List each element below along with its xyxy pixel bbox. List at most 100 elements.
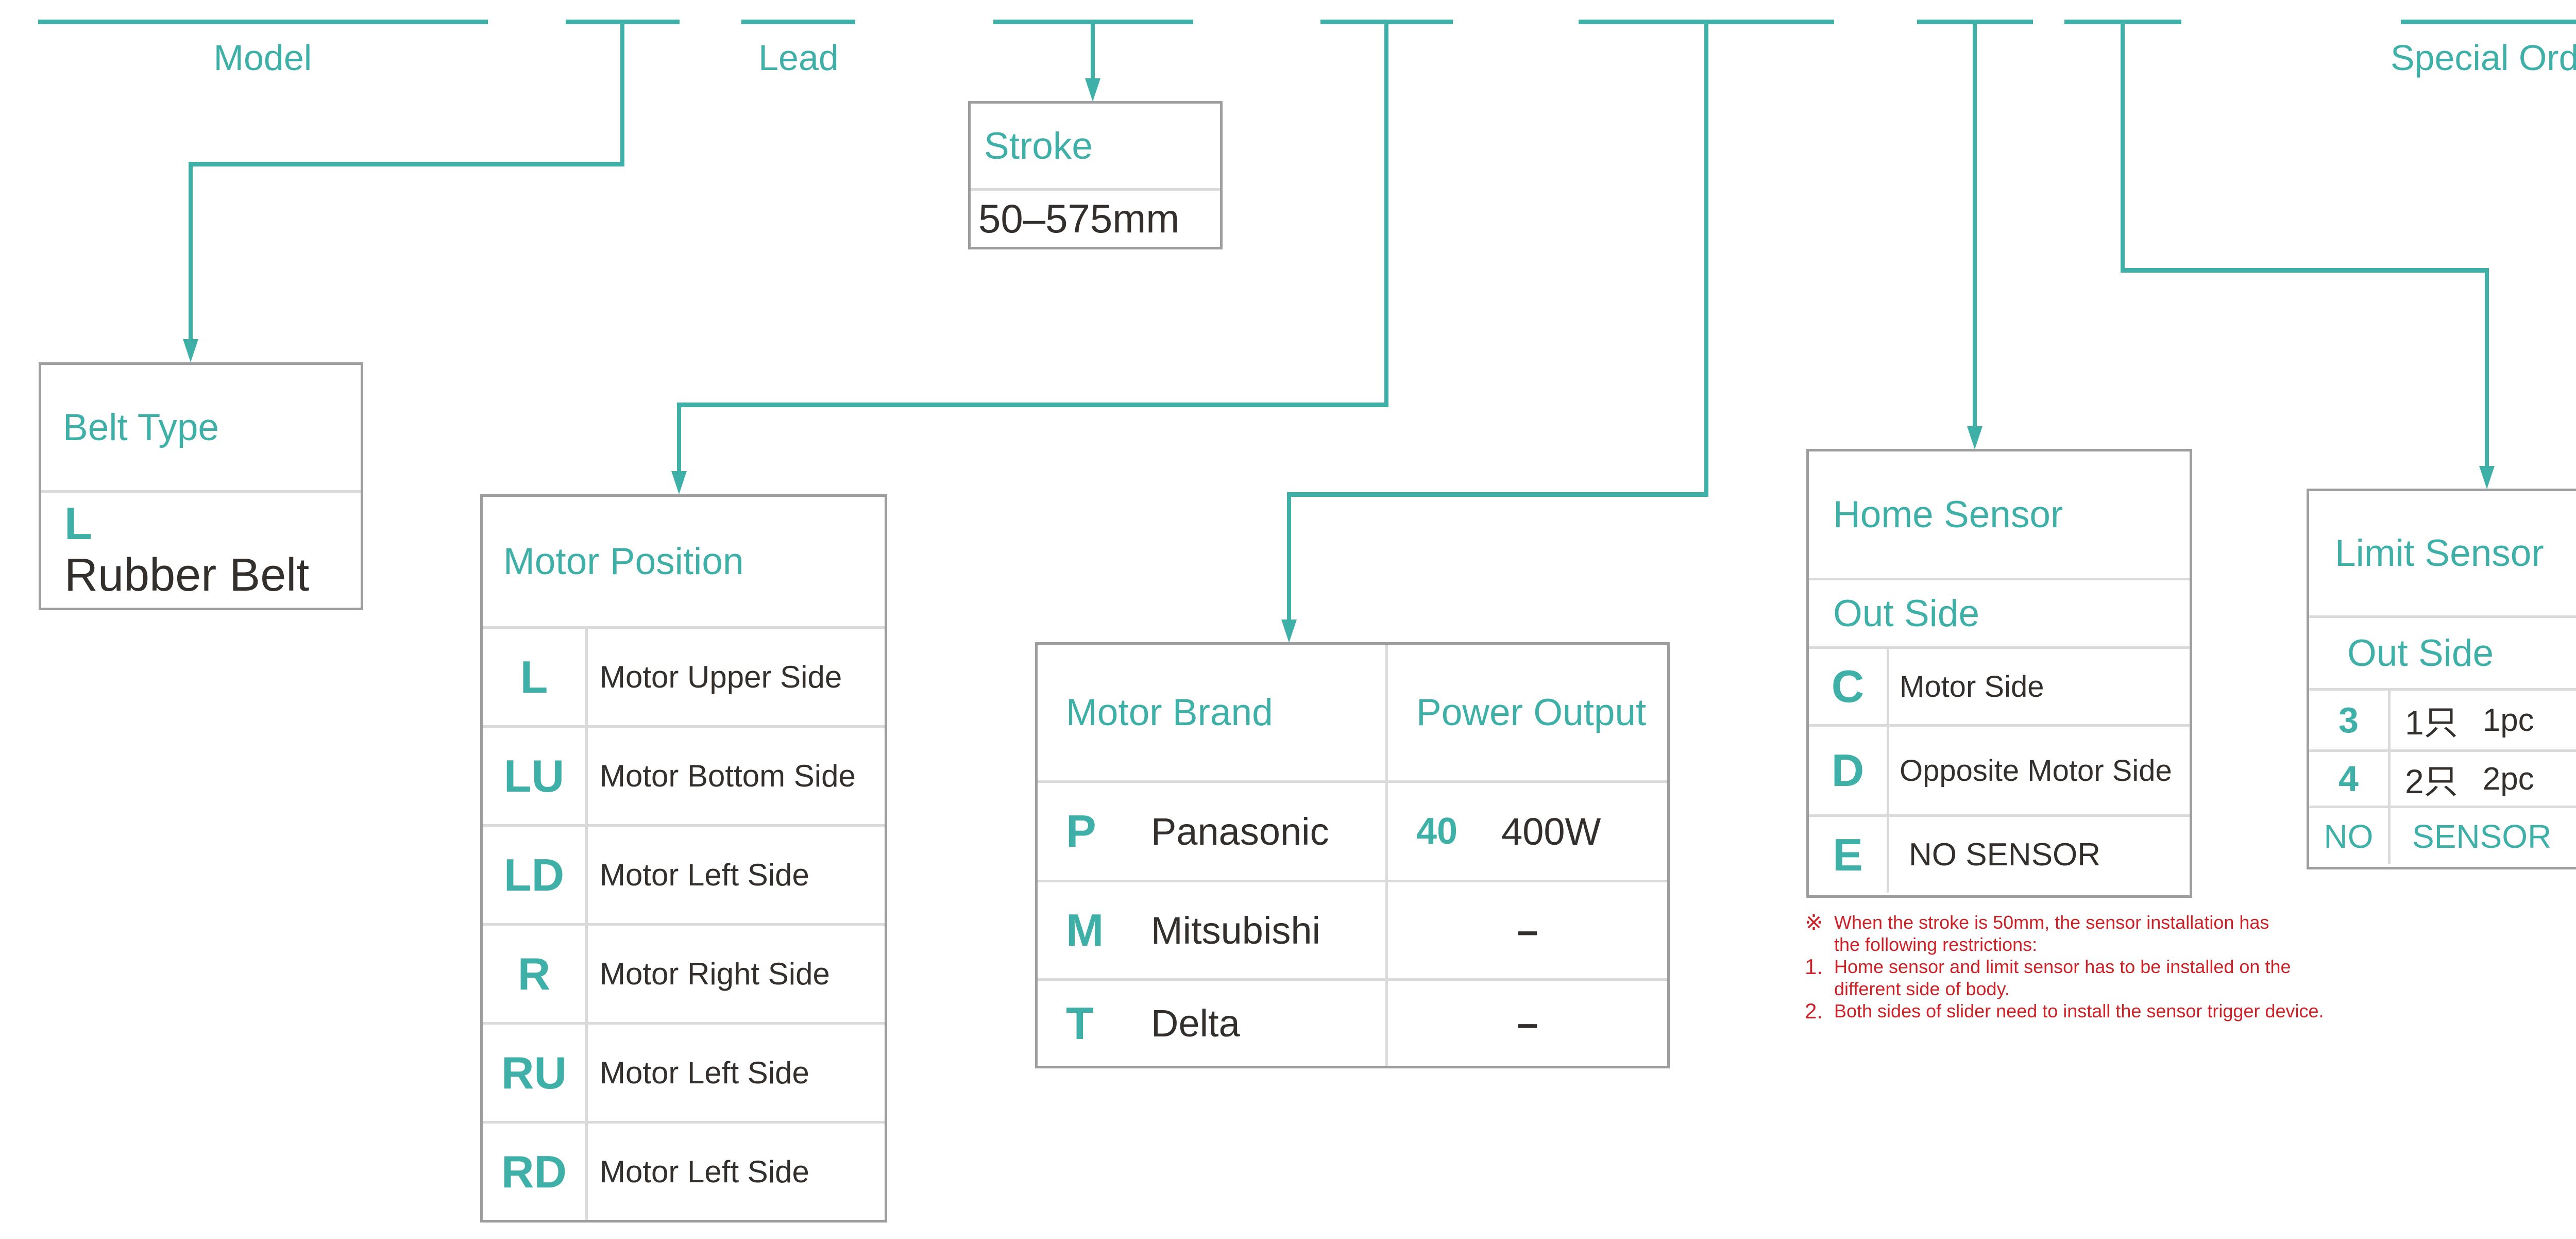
down-arrow-icon — [1085, 78, 1100, 102]
table-row: C Motor Side — [1809, 649, 2190, 724]
down-arrow-icon — [1967, 426, 1982, 449]
connector-line — [189, 162, 624, 166]
belt-type-title: Belt Type — [63, 407, 219, 448]
model-code-underline-5 — [1320, 20, 1453, 24]
connector-line — [1287, 492, 1708, 497]
table-row: RD Motor Left Side — [483, 1121, 885, 1220]
down-arrow-icon — [183, 339, 198, 362]
lead-label: Lead — [758, 38, 839, 78]
position-code: RD — [483, 1124, 588, 1220]
position-code: R — [483, 926, 588, 1022]
brand-name: Mitsubishi — [1151, 909, 1320, 952]
connector-line — [1091, 24, 1095, 81]
brand-code: T — [1066, 997, 1094, 1049]
limit-sensor-box: Limit Sensor Out Side 3 1只 1pc 4 2只 2pc … — [2307, 489, 2576, 869]
motor-brand-title: Motor Brand — [1066, 692, 1273, 733]
home-sensor-description: NO SENSOR — [1909, 837, 2101, 873]
warning-line: ※ When the stroke is 50mm, the sensor in… — [1805, 910, 2269, 934]
position-code: L — [483, 629, 588, 725]
stroke-title: Stroke — [984, 125, 1093, 167]
down-arrow-icon — [2479, 466, 2495, 489]
table-row: NO SENSOR — [2309, 806, 2576, 864]
quantity-en: 1pc — [2482, 702, 2534, 738]
position-description: Motor Bottom Side — [600, 759, 856, 793]
connector-line — [1704, 24, 1708, 497]
position-description: Motor Left Side — [600, 1056, 809, 1090]
belt-type-description: Rubber Belt — [64, 549, 310, 601]
table-row: LU Motor Bottom Side — [483, 725, 885, 824]
table-header-row: Motor Brand Power Output — [1038, 645, 1667, 780]
connector-line — [1384, 24, 1388, 407]
home-sensor-subtitle: Out Side — [1833, 592, 1980, 634]
model-code-underline-6 — [1579, 20, 1834, 24]
connector-line — [2485, 268, 2489, 468]
warning-line: different side of body. — [1834, 978, 2010, 999]
power-value: – — [1517, 909, 1538, 952]
motor-position-title: Motor Position — [503, 541, 744, 582]
position-description: Motor Left Side — [600, 1154, 809, 1189]
home-sensor-code: D — [1809, 727, 1889, 814]
home-sensor-description: Motor Side — [1900, 669, 2044, 704]
table-row: RU Motor Left Side — [483, 1022, 885, 1121]
connector-line — [189, 162, 193, 340]
model-code-underline-7 — [1917, 20, 2033, 24]
table-row: L Motor Upper Side — [483, 626, 885, 725]
table-row: 3 1只 1pc — [2309, 691, 2576, 749]
limit-sensor-description: SENSOR — [2412, 817, 2552, 855]
quantity-cn: 1只 — [2405, 704, 2458, 742]
position-code: LU — [483, 728, 588, 824]
position-description: Motor Left Side — [600, 858, 809, 892]
position-code: LD — [483, 827, 588, 923]
brand-name: Panasonic — [1151, 810, 1329, 853]
quantity-cn: 2只 — [2405, 762, 2458, 800]
table-row: LD Motor Left Side — [483, 824, 885, 923]
home-sensor-description: Opposite Motor Side — [1900, 754, 2172, 788]
position-code: RU — [483, 1025, 588, 1121]
column-divider — [1385, 645, 1388, 1066]
home-sensor-title: Home Sensor — [1833, 494, 2063, 535]
motor-position-table: Motor Position L Motor Upper Side LU Mot… — [480, 494, 887, 1223]
limit-sensor-subtitle: Out Side — [2347, 632, 2494, 674]
connector-line — [1287, 492, 1291, 621]
table-row: 4 2只 2pc — [2309, 749, 2576, 806]
model-code-underline-4 — [993, 20, 1193, 24]
warning-marker: 2. — [1805, 999, 1823, 1023]
motor-brand-table: Motor Brand Power Output P Panasonic 40 … — [1035, 642, 1670, 1068]
down-arrow-icon — [671, 471, 687, 494]
power-output-title: Power Output — [1416, 692, 1647, 733]
model-label: Model — [213, 38, 312, 78]
warning-line: 1. Home sensor and limit sensor has to b… — [1805, 955, 2291, 979]
brand-name: Delta — [1151, 1002, 1240, 1045]
connector-line — [2121, 268, 2489, 273]
warning-line: the following restrictions: — [1834, 934, 2038, 955]
table-row: R Motor Right Side — [483, 923, 885, 1022]
special-order-label: Special Order No. — [2390, 38, 2576, 78]
connector-line — [677, 403, 681, 473]
connector-line — [2121, 24, 2125, 273]
belt-type-code: L — [64, 498, 92, 549]
model-code-underline-3 — [741, 20, 855, 24]
table-row: M Mitsubishi – — [1038, 880, 1667, 978]
stroke-range-value: 50–575mm — [978, 196, 1180, 241]
table-row: D Opposite Motor Side — [1809, 724, 2190, 814]
limit-sensor-title: Limit Sensor — [2335, 532, 2544, 574]
model-code-underline-1 — [38, 20, 488, 24]
home-sensor-box: Home Sensor Out Side C Motor Side D Oppo… — [1806, 449, 2192, 898]
table-row: P Panasonic 40 400W — [1038, 780, 1667, 880]
connector-line — [677, 403, 1388, 407]
model-code-underline-2 — [566, 20, 680, 24]
power-code: 40 — [1416, 811, 1458, 852]
belt-type-box: Belt Type L Rubber Belt — [39, 362, 363, 610]
model-code-underline-9 — [2401, 20, 2576, 24]
sensor-warning-note: ※ When the stroke is 50mm, the sensor in… — [1805, 911, 2324, 1022]
position-description: Motor Right Side — [600, 957, 830, 991]
warning-marker: ※ — [1805, 910, 1823, 934]
table-row: E NO SENSOR — [1809, 814, 2190, 893]
brand-code: P — [1066, 806, 1096, 857]
brand-code: M — [1066, 905, 1104, 956]
connector-line — [1973, 24, 1977, 429]
model-code-underline-8 — [2064, 20, 2181, 24]
limit-sensor-code: NO — [2324, 817, 2374, 855]
connector-line — [620, 24, 624, 166]
